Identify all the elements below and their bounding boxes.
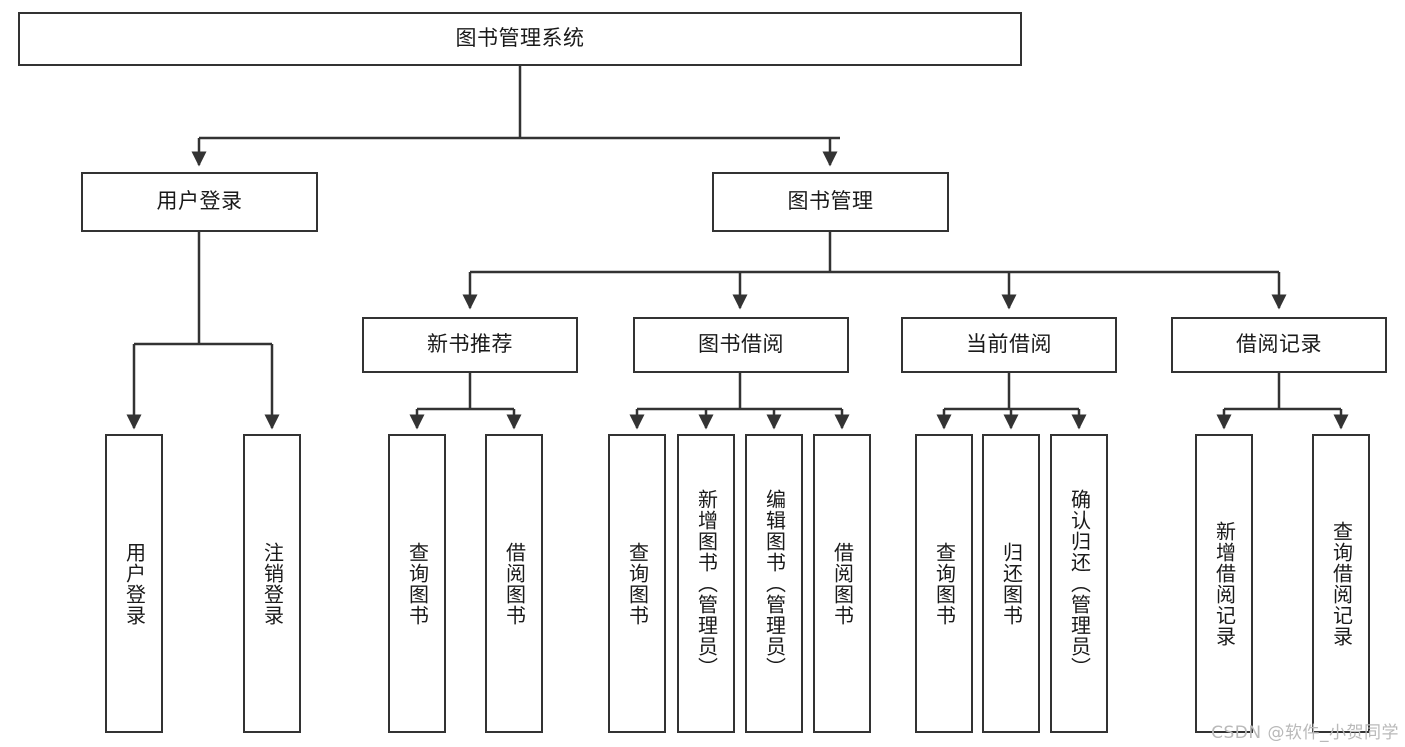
node-leaf-borrow-book-2[interactable]: 借阅图书 — [813, 434, 871, 733]
node-label: 借阅记录 — [1236, 332, 1322, 357]
node-label: 确认归还（管理员） — [1067, 489, 1092, 678]
node-leaf-query-book-3[interactable]: 查询图书 — [915, 434, 973, 733]
node-label: 图书管理 — [787, 189, 874, 214]
node-label: 查询图书 — [405, 541, 430, 626]
node-leaf-query-borrow-record[interactable]: 查询借阅记录 — [1312, 434, 1370, 733]
node-leaf-query-book-1[interactable]: 查询图书 — [388, 434, 446, 733]
node-label: 归还图书 — [999, 541, 1024, 626]
node-leaf-add-borrow-record[interactable]: 新增借阅记录 — [1195, 434, 1253, 733]
node-user-login[interactable]: 用户登录 — [81, 172, 318, 232]
node-label: 查询图书 — [932, 541, 957, 626]
node-label: 用户登录 — [156, 189, 243, 214]
node-leaf-edit-book-admin[interactable]: 编辑图书（管理员） — [745, 434, 803, 733]
node-book-borrow[interactable]: 图书借阅 — [633, 317, 849, 373]
node-leaf-logout-login[interactable]: 注销登录 — [243, 434, 301, 733]
node-book-management[interactable]: 图书管理 — [712, 172, 949, 232]
node-label: 注销登录 — [260, 541, 285, 626]
node-borrow-record[interactable]: 借阅记录 — [1171, 317, 1387, 373]
node-label: 当前借阅 — [966, 332, 1052, 357]
node-leaf-query-book-2[interactable]: 查询图书 — [608, 434, 666, 733]
node-new-book-recommend[interactable]: 新书推荐 — [362, 317, 578, 373]
node-label: 借阅图书 — [502, 541, 527, 626]
node-label: 图书借阅 — [698, 332, 784, 357]
node-label: 新增借阅记录 — [1212, 520, 1237, 647]
node-leaf-user-login[interactable]: 用户登录 — [105, 434, 163, 733]
node-current-borrow[interactable]: 当前借阅 — [901, 317, 1117, 373]
node-label: 新书推荐 — [427, 332, 513, 357]
node-label: 用户登录 — [122, 541, 147, 626]
node-label: 图书管理系统 — [455, 26, 585, 51]
node-leaf-return-book[interactable]: 归还图书 — [982, 434, 1040, 733]
node-leaf-add-book-admin[interactable]: 新增图书（管理员） — [677, 434, 735, 733]
node-leaf-confirm-return-admin[interactable]: 确认归还（管理员） — [1050, 434, 1108, 733]
node-root-system[interactable]: 图书管理系统 — [18, 12, 1022, 66]
node-label: 编辑图书（管理员） — [762, 489, 787, 678]
node-leaf-borrow-book-1[interactable]: 借阅图书 — [485, 434, 543, 733]
node-label: 查询图书 — [625, 541, 650, 626]
node-label: 新增图书（管理员） — [694, 489, 719, 678]
node-label: 借阅图书 — [830, 541, 855, 626]
node-label: 查询借阅记录 — [1329, 520, 1354, 647]
